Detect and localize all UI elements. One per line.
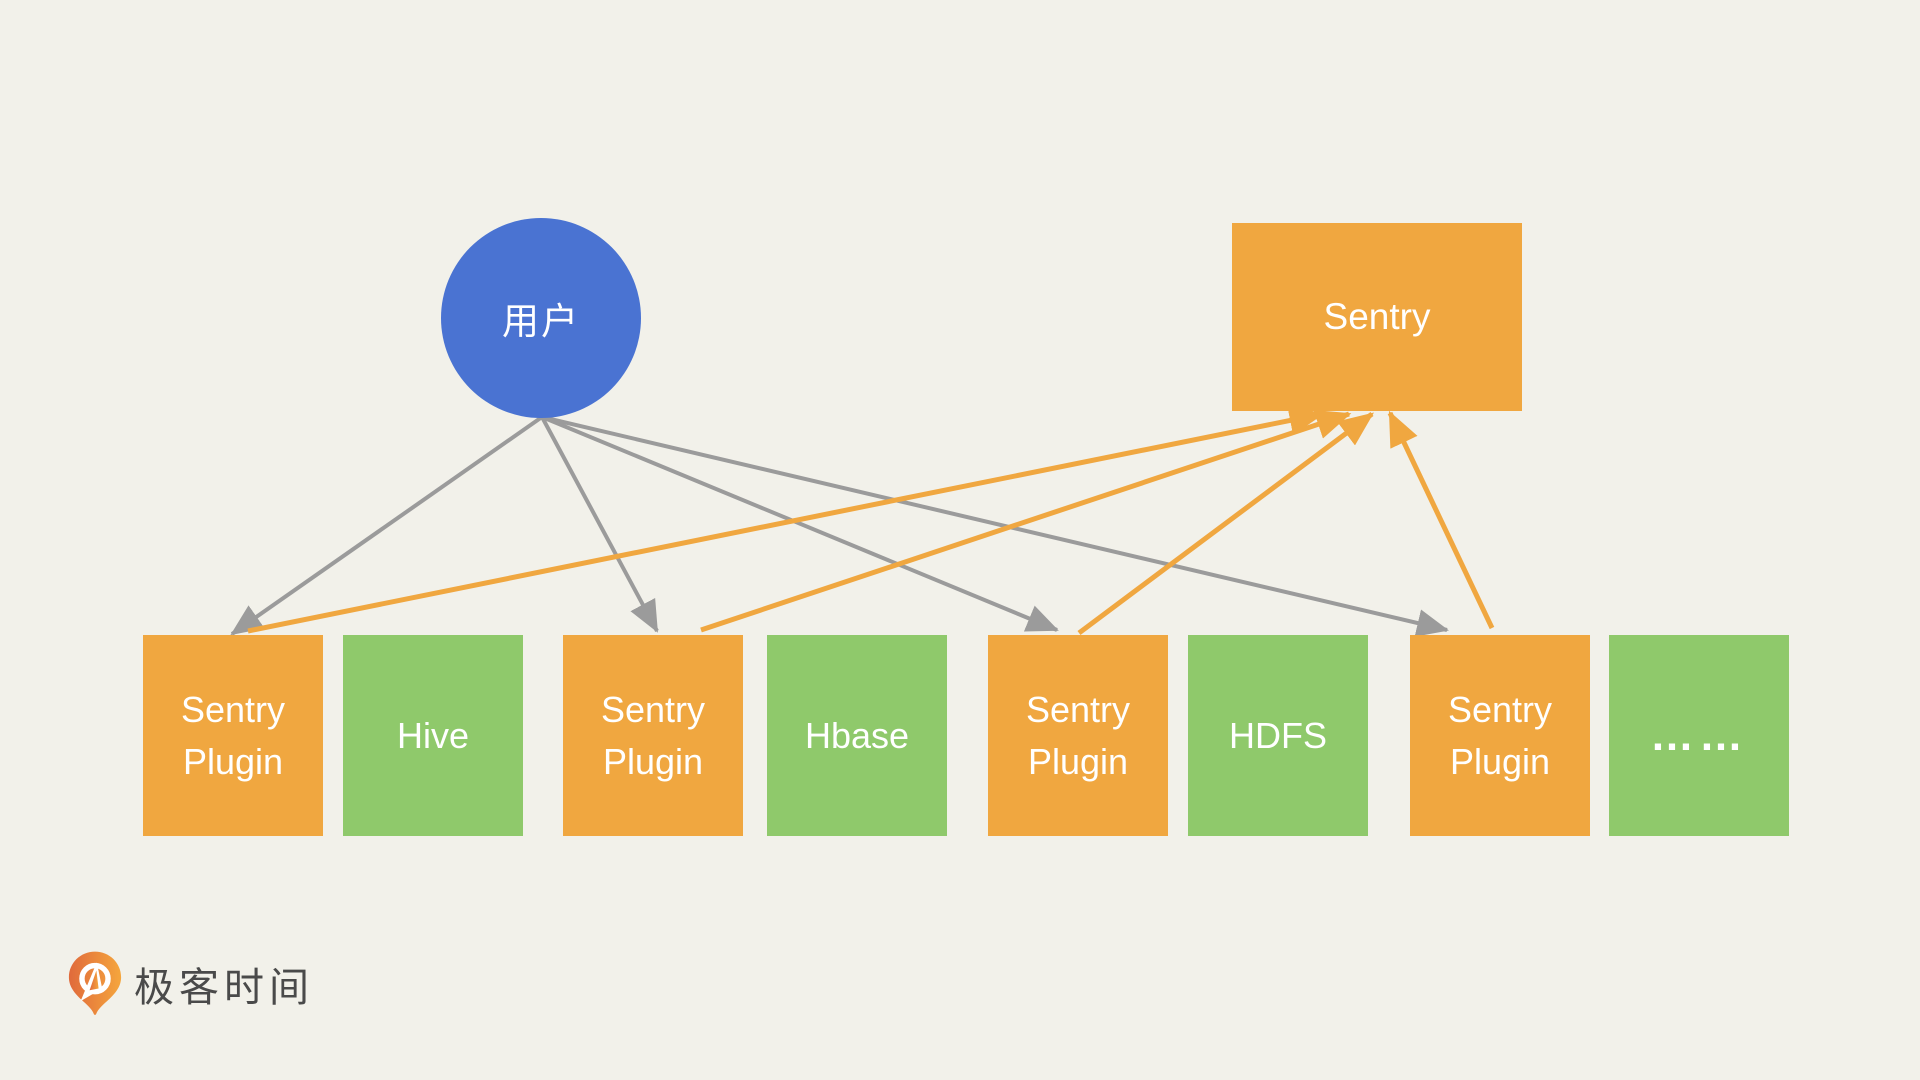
sentry-plugin-label: Sentry Plugin	[1025, 688, 1131, 782]
user-node-label: 用户	[502, 301, 580, 342]
user-to-plugin-arrow	[541, 415, 1449, 637]
sentry-plugin-label: Sentry Plugin	[180, 688, 286, 782]
plugin-to-sentry-arrow	[1077, 411, 1375, 636]
hdfs-node: HDFS	[1188, 635, 1368, 836]
sentry-node-label: Sentry	[1323, 296, 1431, 337]
geektime-logo: 极客时间	[68, 950, 314, 1018]
geektime-logo-icon	[68, 951, 122, 1015]
sentry-node: Sentry	[1232, 223, 1522, 411]
user-to-plugin-arrow	[540, 416, 659, 633]
user-to-plugin-arrow	[230, 415, 544, 636]
sentry-plugin-node-3: Sentry Plugin	[988, 635, 1168, 836]
ellipsis-node: ……	[1609, 635, 1789, 836]
sentry-plugin-node-2: Sentry Plugin	[563, 635, 743, 836]
sentry-plugin-node-1: Sentry Plugin	[143, 635, 323, 836]
user-node: 用户	[441, 218, 641, 418]
plugin-to-sentry-arrow	[247, 405, 1325, 634]
sentry-plugin-node-4: Sentry Plugin	[1410, 635, 1590, 836]
hive-label: Hive	[396, 714, 470, 756]
ellipsis-label: ……	[1650, 710, 1748, 760]
sentry-plugin-label: Sentry Plugin	[1447, 688, 1553, 782]
hive-node: Hive	[343, 635, 523, 836]
hdfs-label: HDFS	[1229, 714, 1327, 756]
plugin-to-sentry-arrow	[1387, 410, 1495, 630]
geektime-logo-text: 极客时间	[134, 966, 314, 1010]
hbase-node: Hbase	[767, 635, 947, 836]
user-to-plugin-arrow	[541, 415, 1059, 632]
hbase-label: Hbase	[804, 714, 910, 756]
plugin-to-sentry-arrow	[700, 410, 1352, 633]
sentry-plugin-label: Sentry Plugin	[600, 688, 706, 782]
